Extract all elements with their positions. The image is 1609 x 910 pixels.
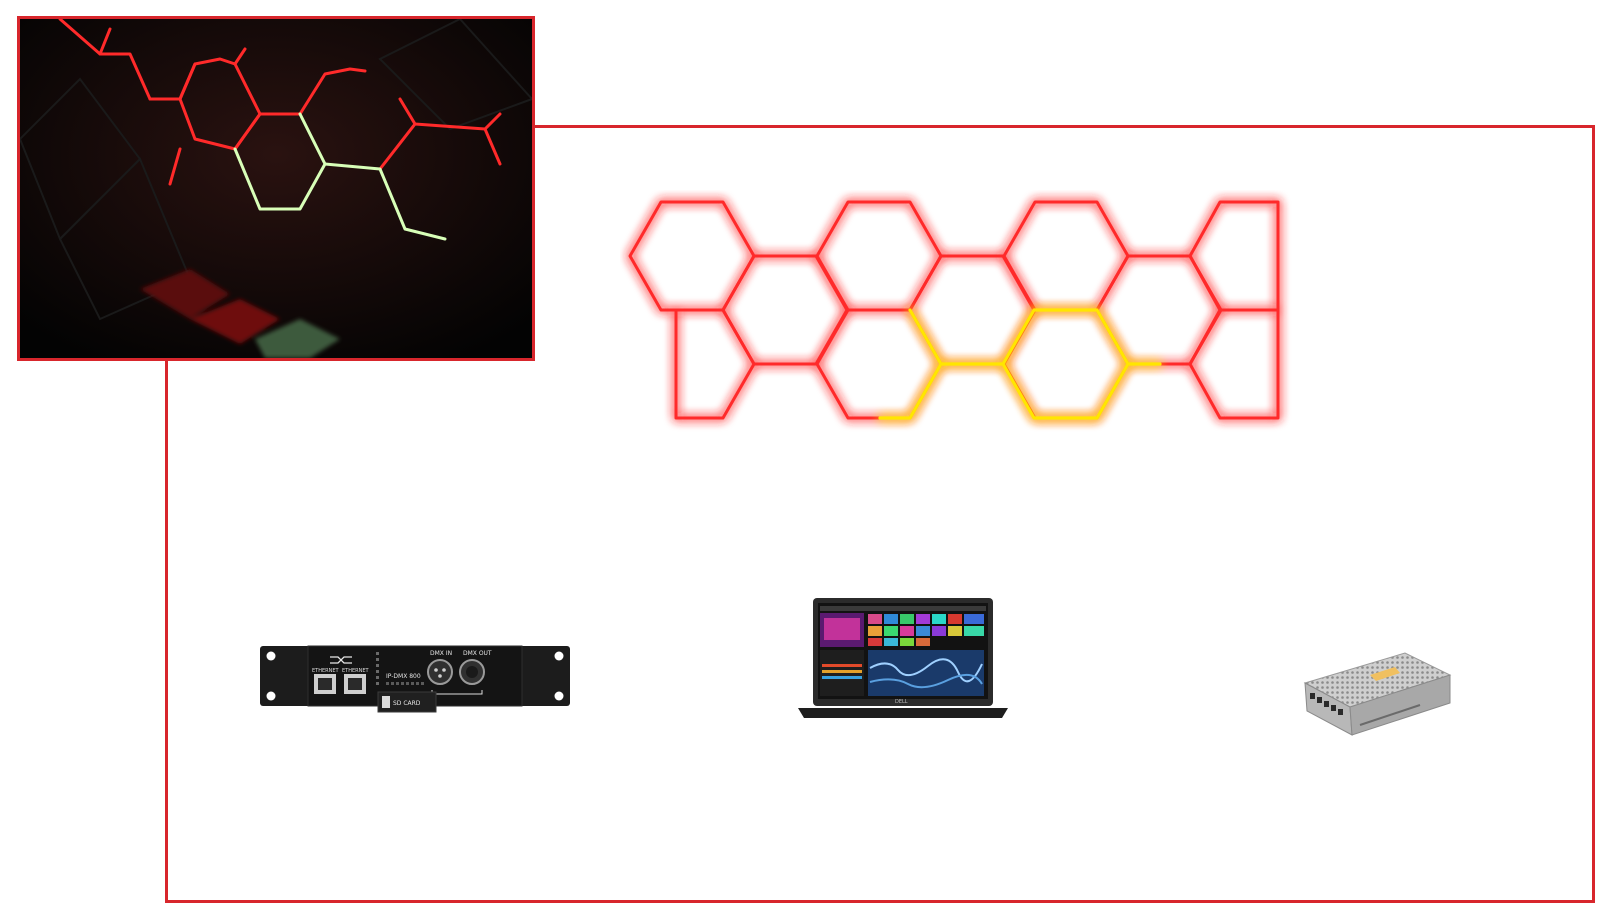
software-thumbnails: [868, 614, 984, 646]
hexagon-cell: [815, 308, 943, 420]
ethernet-label-1: ETHERNET: [312, 668, 340, 674]
hexagon-cell: [1002, 308, 1130, 420]
model-label: IP-DMX 800: [386, 673, 421, 680]
installation-photo-image: [20, 19, 532, 358]
psu-terminal-block: [1310, 693, 1343, 715]
hexagon-cell: [1095, 254, 1223, 366]
diagram-frame: [165, 125, 1595, 903]
hexagon-cell: [908, 254, 1036, 366]
laptop-base: [798, 708, 1008, 718]
sd-card-label: SD CARD: [393, 700, 421, 707]
hexagon-outline-yellow: [878, 308, 1162, 420]
hexagon-grid: [628, 200, 1280, 420]
hexagon-edge-piece: [1188, 200, 1280, 420]
ethernet-label-2: ETHERNET: [342, 668, 370, 674]
hexagon-cell: [628, 200, 756, 312]
hexagon-cell: [815, 200, 943, 312]
network-logo-icon: [330, 656, 352, 664]
dmx-out-label: DMX OUT: [463, 650, 492, 657]
installation-photo: [17, 16, 535, 361]
dmx-in-label: DMX IN: [430, 650, 452, 657]
dmx-ethernet-interface: ETHERNET ETHERNET IP-DMX 800 DMX IN DMX …: [260, 640, 570, 725]
laptop-controller: DELL: [798, 598, 1008, 723]
hexagon-cell: [1002, 200, 1130, 312]
hexagon-edge-piece: [672, 308, 756, 420]
hexagon-outline-red: [628, 200, 1280, 420]
photo-led-green: [233, 112, 447, 241]
laptop-brand: DELL: [895, 699, 908, 705]
photo-led-red: [58, 19, 502, 186]
power-supply-unit: [1300, 645, 1455, 750]
hexagon-cell: [721, 254, 849, 366]
psu-warning-label: [1370, 667, 1400, 681]
led-hexagon-panel: [620, 190, 1340, 450]
dmx-in-connector[interactable]: [427, 659, 453, 685]
hexagon-highlight-path: [878, 308, 1162, 420]
